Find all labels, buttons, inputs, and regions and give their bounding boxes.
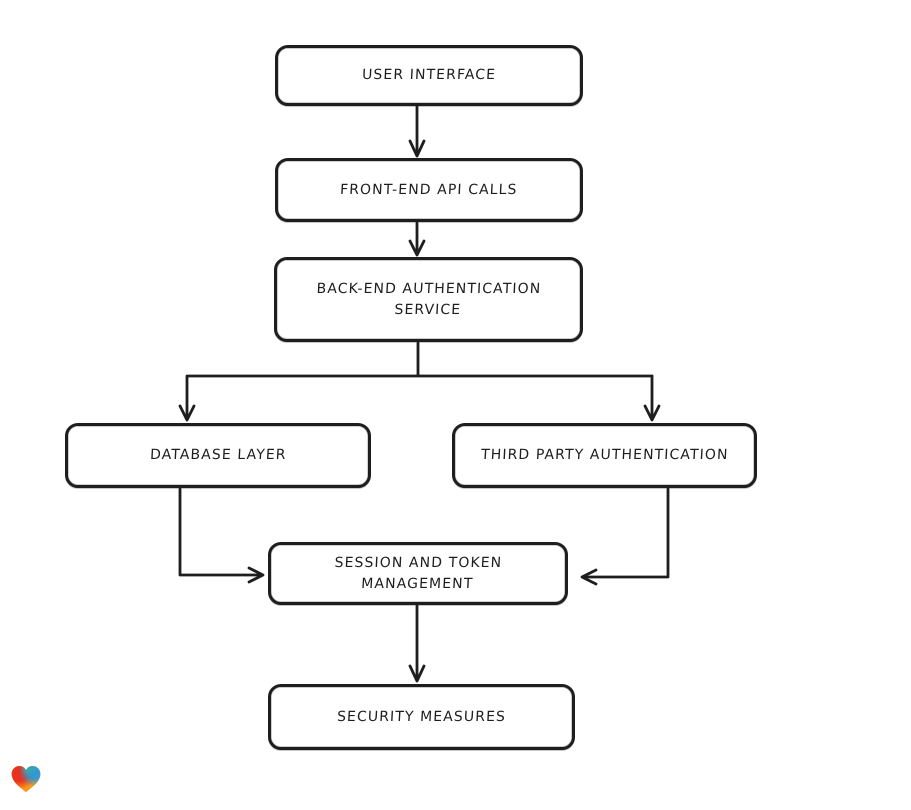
edge-session-and-token-management-to-security-measures (408, 604, 426, 683)
node-user-interface-label: USER INTERFACE (361, 67, 497, 83)
node-front-end-api-calls-label: FRONT-END API CALLS (339, 181, 519, 198)
node-front-end-api-calls: FRONT-END API CALLS (275, 158, 583, 222)
gradient-heart-icon (11, 766, 41, 793)
node-back-end-authentication-service-label: BACK-END AUTHENTICATION SERVICE (316, 280, 542, 318)
node-database-layer: DATABASE LAYER (65, 423, 371, 488)
node-database-layer-label: DATABASE LAYER (149, 447, 287, 463)
watermark-heart-logo[interactable] (9, 761, 43, 797)
node-back-end-authentication-service: BACK-END AUTHENTICATION SERVICE (274, 257, 583, 342)
node-security-measures: SECURITY MEASURES (268, 684, 575, 750)
node-session-and-token-management: SESSION AND TOKEN MANAGEMENT (268, 542, 568, 605)
edge-front-end-api-calls-to-back-end-authentication-service (408, 221, 426, 257)
edge-back-end-authentication-service-to-database-layer (178, 341, 654, 422)
node-user-interface: USER INTERFACE (275, 45, 583, 106)
node-session-and-token-management-label: SESSION AND TOKEN MANAGEMENT (334, 554, 503, 592)
edge-database-layer-to-session-and-token-management (178, 487, 265, 584)
node-security-measures-label: SECURITY MEASURES (336, 708, 507, 725)
node-third-party-authentication-label: THIRD PARTY AUTHENTICATION (480, 447, 729, 463)
edge-third-party-authentication-to-session-and-token-management (580, 487, 670, 586)
node-third-party-authentication: THIRD PARTY AUTHENTICATION (452, 423, 757, 488)
edge-back-end-authentication-service-to-third-party-authentication (643, 374, 661, 422)
edge-user-interface-to-front-end-api-calls (408, 104, 426, 158)
